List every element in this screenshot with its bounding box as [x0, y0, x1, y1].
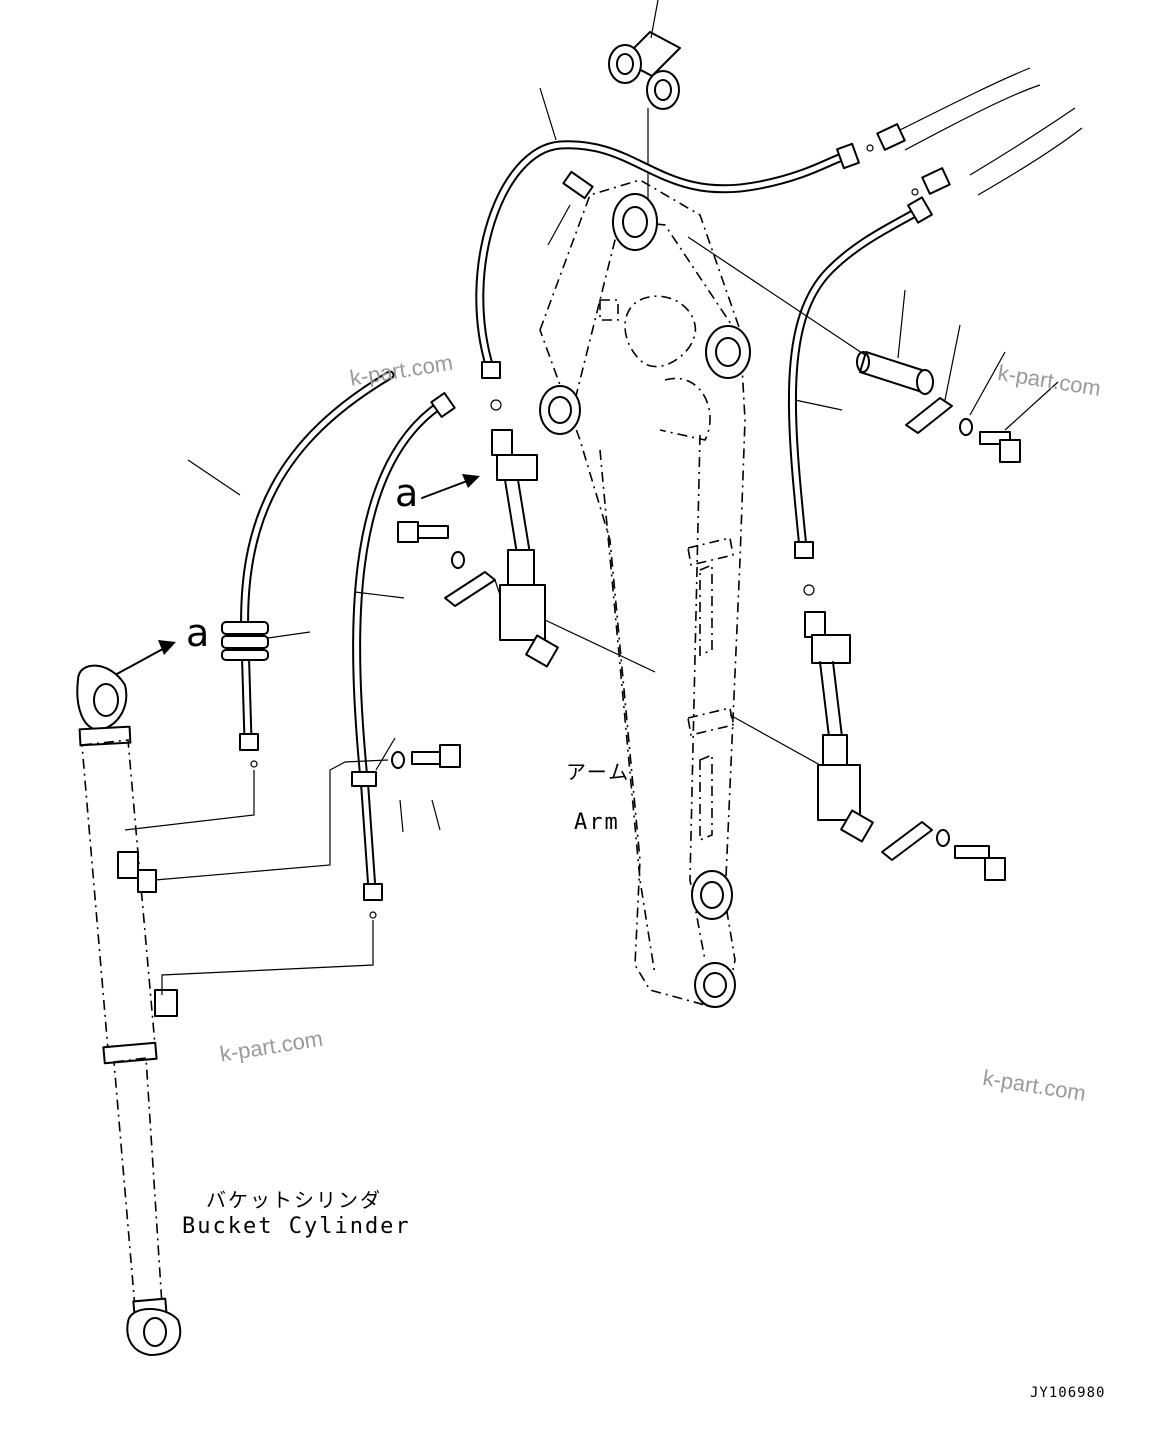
top-washers	[608, 0, 681, 200]
bucket-cylinder-label-en: Bucket Cylinder	[182, 1214, 411, 1239]
hose-left-inner	[352, 392, 456, 901]
arm-label-en: Arm	[574, 810, 620, 835]
view-callout-a-lower: a	[186, 611, 210, 655]
hose-right	[787, 196, 933, 559]
plate-left	[444, 571, 501, 607]
fitting-block-left	[491, 429, 656, 673]
bolt-clamp	[391, 744, 461, 833]
pin-right	[687, 236, 1059, 463]
hose-left-outer	[187, 370, 395, 751]
bucket-cylinder-label-jp: バケットシリンダ	[206, 1188, 382, 1212]
plate-right-lower	[881, 821, 1006, 881]
arm-bosses	[539, 193, 751, 1008]
bucket-cylinder	[76, 664, 182, 1356]
view-arrows	[114, 474, 480, 676]
fitting-block-right	[729, 611, 874, 843]
drawing-code: JY106980	[1030, 1385, 1106, 1401]
view-callout-a-upper: a	[395, 471, 419, 515]
connection-lines	[124, 759, 389, 995]
grease-fitting-top	[547, 170, 594, 246]
arm-label-jp: アーム	[566, 760, 631, 784]
bolt-left	[397, 521, 465, 569]
hose-upper-arc	[475, 87, 860, 379]
hose-clamps	[221, 621, 396, 787]
hose-far-right	[876, 67, 1083, 196]
o-rings	[250, 144, 919, 919]
